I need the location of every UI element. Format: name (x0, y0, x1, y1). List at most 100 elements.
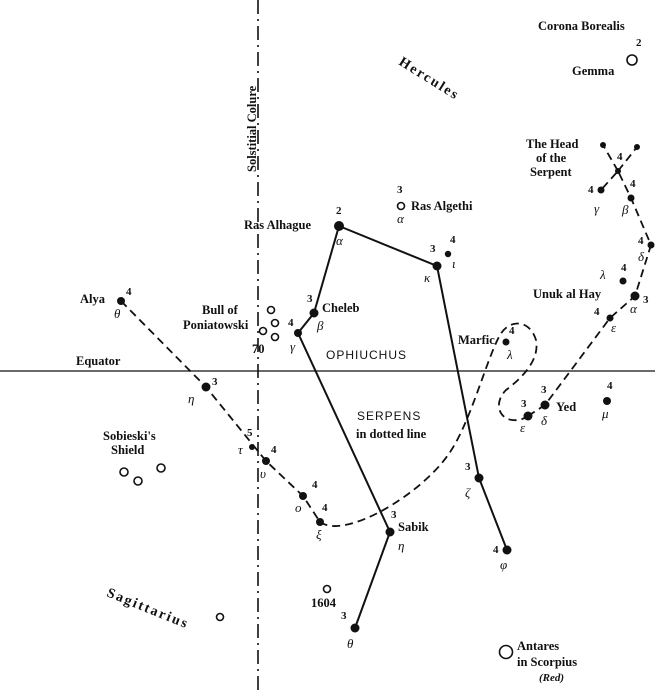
ras-alhague-label: Ras Alhague (244, 218, 311, 232)
star-head-left (600, 142, 606, 148)
sobieski-line2: Shield (111, 443, 144, 457)
yed-greek: δ (541, 413, 548, 428)
ras-algethi-mag: 3 (397, 184, 403, 196)
gemma-label: Gemma (572, 64, 615, 78)
kappa-mag: 3 (430, 243, 436, 255)
sobieski-star-1 (119, 467, 129, 477)
sobieski-star-2 (133, 476, 143, 486)
nova-1604-label: 1604 (311, 596, 337, 610)
star-marfic (502, 338, 510, 346)
gamma-oph-greek: γ (290, 339, 296, 354)
beta-ser-greek: β (621, 202, 629, 217)
sabik-mag: 3 (391, 509, 397, 521)
iota-greek: ι (452, 256, 456, 271)
alya-mag: 4 (126, 286, 132, 298)
head-of-serpent-line1: The Head (526, 137, 578, 151)
gemma-mag: 2 (636, 37, 642, 49)
star-gemma (626, 54, 638, 66)
star-gamma-oph (294, 329, 302, 337)
yed-label: Yed (556, 400, 576, 414)
bull-line2: Poniatowski (183, 318, 249, 332)
star-sabik (385, 527, 395, 537)
serpens-figure (120, 144, 652, 527)
star-phi (502, 545, 512, 555)
ras-alhague-mag: 2 (336, 205, 342, 217)
bull-line1: Bull of (202, 303, 239, 317)
bull-star-4 (270, 332, 280, 342)
num-70-label: 70 (252, 342, 265, 356)
gamma-ser-greek: γ (594, 201, 600, 216)
serpens-label: SERPENS (357, 409, 421, 423)
tau-mag: 5 (247, 427, 253, 439)
ras-algethi-greek: α (397, 211, 405, 226)
epsilon-ser-mag: 4 (594, 306, 600, 318)
alya-label: Alya (80, 292, 106, 306)
bull-star-3 (258, 326, 268, 336)
star-cheleb (309, 308, 319, 318)
sagittarius-label: Sagittarius (105, 586, 192, 633)
kappa-greek: κ (424, 270, 431, 285)
filled-stars (117, 142, 655, 633)
star-omicron (299, 492, 307, 500)
star-beta-ser (627, 194, 635, 202)
cheleb-greek: β (316, 318, 324, 333)
sobieski-line1: Sobieski's (103, 429, 156, 443)
sobieski-star-3 (156, 463, 166, 473)
omicron-greek: ο (295, 500, 302, 515)
phi-mag: 4 (493, 544, 499, 556)
star-kappa (432, 261, 442, 271)
lambda-ser-greek: λ (599, 267, 606, 282)
beta-ser-mag: 4 (630, 178, 636, 190)
star-upsilon (262, 457, 270, 465)
phi-greek: φ (500, 557, 507, 572)
serpens-note: in dotted line (356, 427, 427, 441)
star-mu (603, 397, 611, 405)
head-of-serpent-line3: Serpent (530, 165, 573, 179)
unuk-label: Unuk al Hay (533, 287, 602, 301)
star-ras-algethi (396, 201, 406, 211)
marfic-label: Marfic (458, 333, 495, 347)
upsilon-greek: υ (260, 466, 266, 481)
epsilon-ser-greek: ε (611, 320, 617, 335)
ras-algethi-label: Ras Algethi (411, 199, 473, 213)
gamma-ser-mag: 4 (588, 184, 594, 196)
mu-greek: μ (601, 406, 609, 421)
gamma-oph-mag: 4 (288, 317, 294, 329)
solstitial-colure-label: Solstitial Colure (245, 85, 259, 172)
star-epsilon-ser (606, 314, 614, 322)
antares-line3: (Red) (539, 672, 564, 684)
nova-1604-star (322, 584, 332, 594)
star-eta-ser (201, 382, 211, 392)
sagittarius-star (215, 612, 225, 622)
star-xi (316, 518, 324, 526)
sabik-greek: η (398, 538, 404, 553)
unuk-greek: α (630, 301, 638, 316)
iota-mag: 4 (450, 234, 456, 246)
ras-alhague-greek: α (336, 233, 344, 248)
bull-star-1 (266, 305, 276, 315)
eta-ser-mag: 3 (212, 376, 218, 388)
star-head-right (634, 144, 640, 150)
xi-greek: ξ (316, 527, 322, 542)
star-yed-epsilon (523, 411, 533, 421)
zeta-greek: ζ (465, 485, 471, 500)
marfic-greek: λ (506, 347, 513, 362)
equator-label: Equator (76, 354, 121, 368)
star-ras-alhague (334, 221, 344, 231)
star-yed (540, 400, 550, 410)
star-gamma-ser (597, 186, 605, 194)
unuk-mag: 3 (643, 294, 649, 306)
star-lambda-ser (619, 277, 627, 285)
theta-oph-greek: θ (347, 636, 354, 651)
yed-epsilon-mag: 3 (521, 398, 527, 410)
head-of-serpent-line2: of the (536, 151, 567, 165)
star-alya (117, 297, 125, 305)
antares-line2: in Scorpius (517, 655, 577, 669)
yed-mag: 3 (541, 384, 547, 396)
cheleb-mag: 3 (307, 293, 313, 305)
yed-epsilon-greek: ε (520, 420, 526, 435)
antares-line1: Antares (517, 639, 559, 653)
star-head-center (615, 168, 621, 174)
delta-ser-greek: δ (638, 249, 645, 264)
open-stars (119, 54, 638, 660)
